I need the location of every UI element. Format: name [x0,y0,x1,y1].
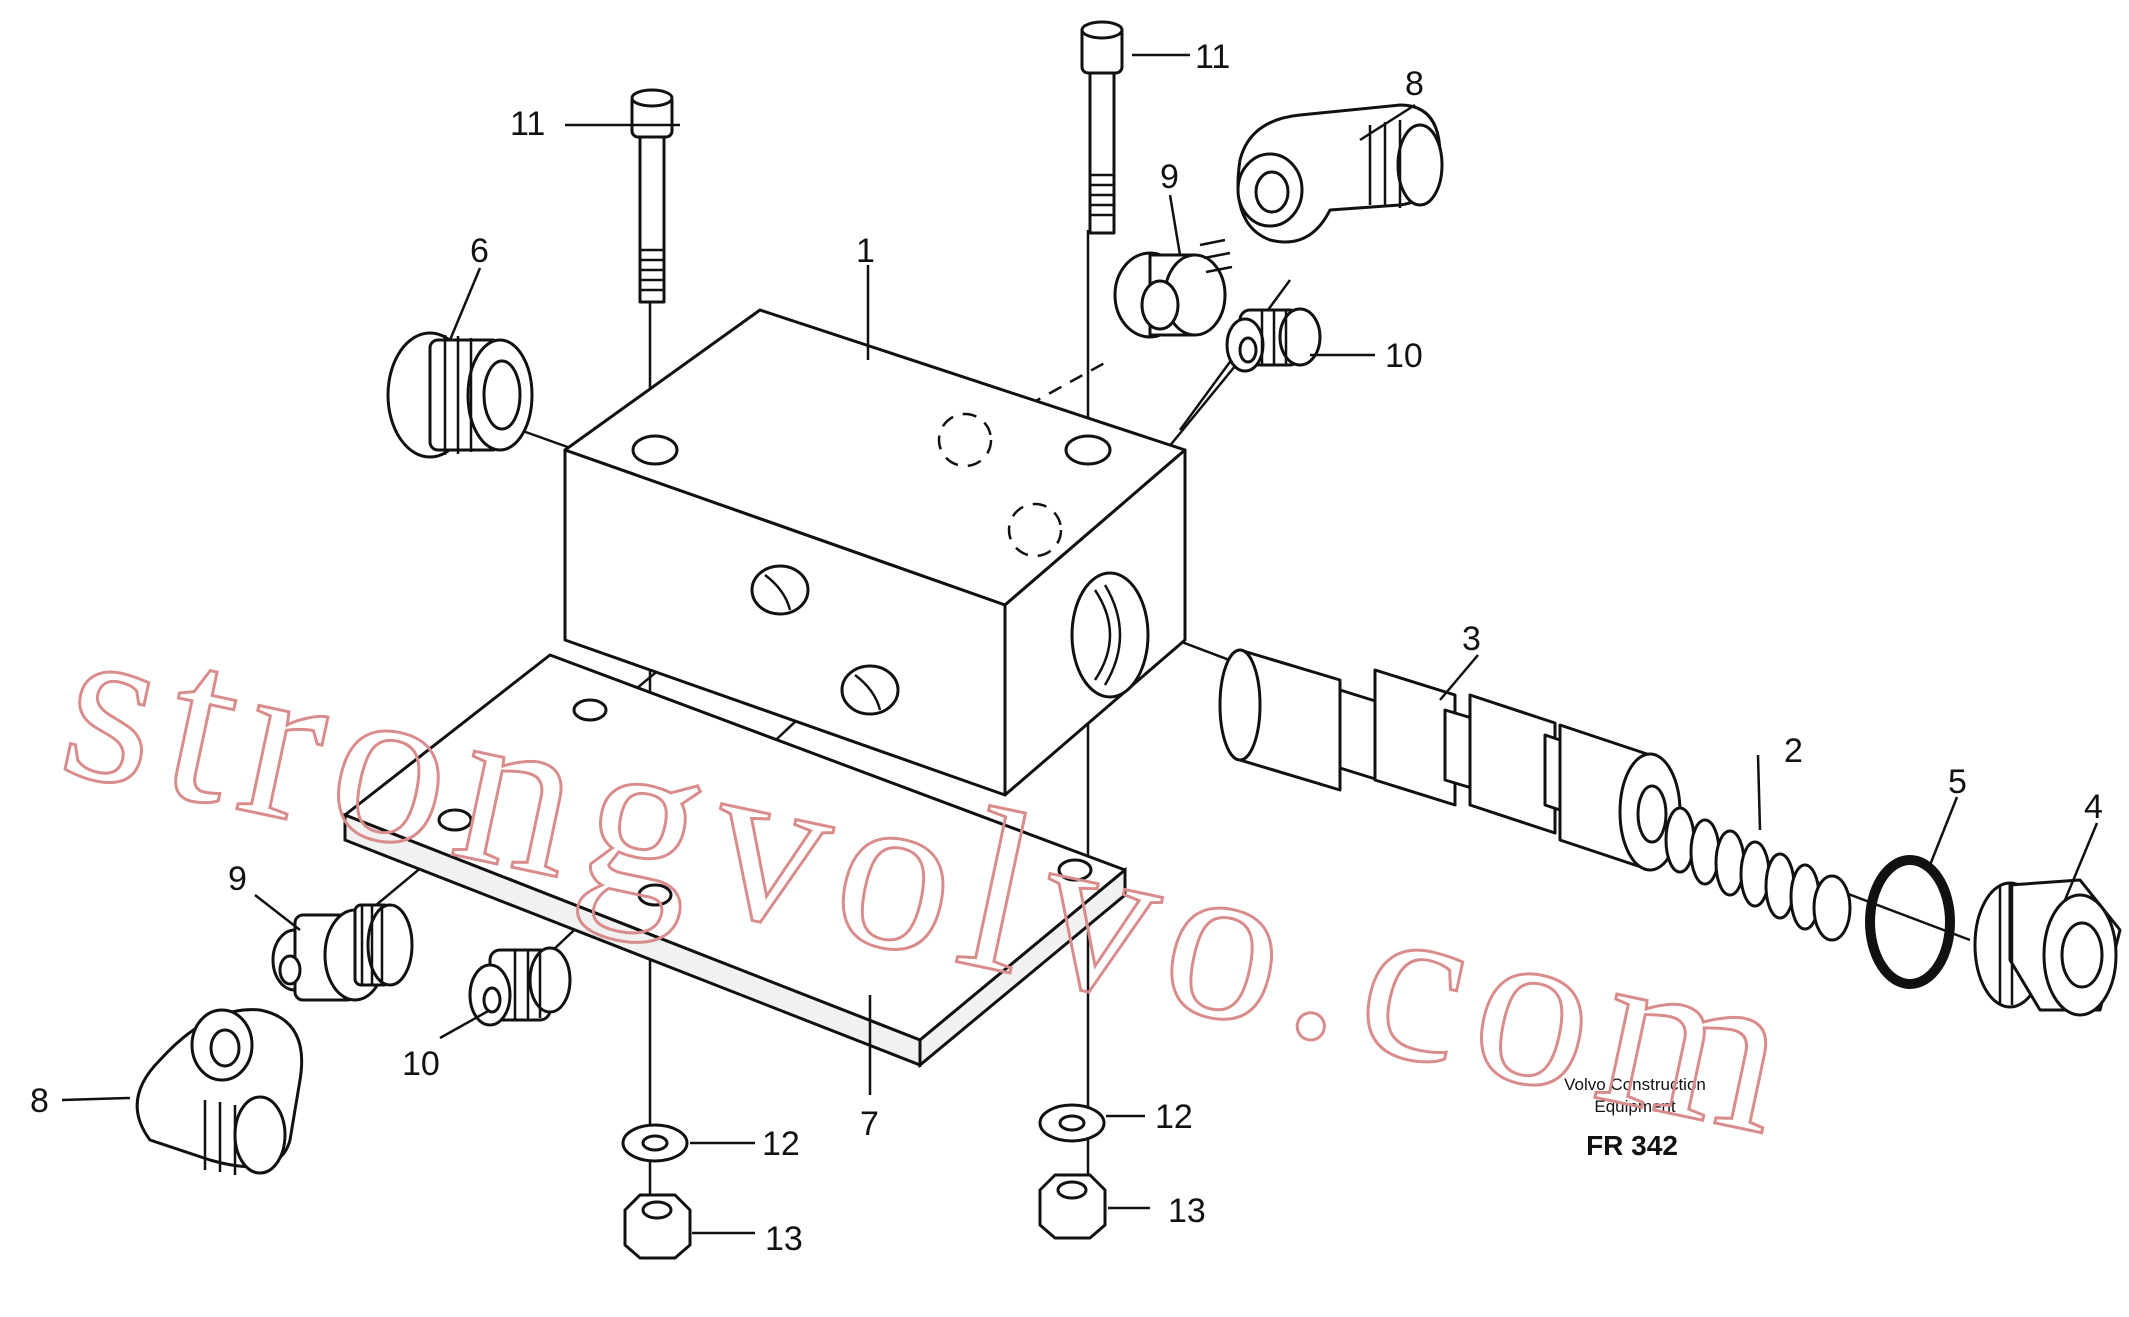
screw-part-11-right [1080,20,1124,235]
plug-part-10-lower [468,946,572,1027]
seal-ring-part-5 [1865,855,1955,989]
callout-10-upper: 10 [1385,337,1423,375]
callout-10-lower: 10 [402,1045,440,1083]
callout-8-upper: 8 [1405,65,1424,103]
adapter-part-9-upper [1113,238,1233,339]
callout-9-upper: 9 [1160,158,1179,196]
callout-labels: 1 2 3 4 5 6 7 8 8 9 9 10 10 11 11 12 12 … [30,38,2103,1258]
callout-11-left: 11 [510,105,545,143]
adapter-part-9-lower [271,903,414,1002]
leader-lines [61,53,2099,1235]
caption-block: Volvo Construction Equipment FR 342 [1564,1075,1706,1161]
plug-nut-part-4 [1973,878,2122,1017]
screw-part-11-left [630,88,674,304]
callout-3: 3 [1462,620,1481,658]
elbow-part-8-upper [1236,103,1444,244]
callout-13-left: 13 [765,1220,803,1258]
spool-part-3 [1218,648,1682,872]
callout-8-lower: 8 [30,1082,49,1120]
callout-5: 5 [1948,763,1967,801]
elbow-part-8-lower [135,1008,304,1175]
callout-1: 1 [856,232,875,270]
valve-block [563,308,1187,797]
nut-part-13-right [1038,1173,1107,1240]
caption-company-line-1: Volvo Construction [1564,1075,1706,1094]
callout-9-lower: 9 [228,860,247,898]
callout-13-right: 13 [1168,1192,1206,1230]
plug-part-10-upper [1225,307,1322,373]
mounting-plate [343,653,1127,1069]
nut-part-13-left [623,1193,692,1260]
washer-part-12-left [621,1123,689,1163]
callout-2: 2 [1784,732,1803,770]
washer-part-12-right [1038,1103,1106,1143]
callout-12-right: 12 [1155,1098,1193,1136]
figure-reference: FR 342 [1586,1130,1678,1161]
callout-6: 6 [470,232,489,270]
callout-11-right: 11 [1195,38,1230,76]
spring-part-2 [1664,806,1852,942]
callout-4: 4 [2084,788,2103,826]
callout-12-left: 12 [762,1125,800,1163]
caption-company-line-2: Equipment [1594,1097,1676,1116]
plug-part-6 [386,331,534,459]
callout-7: 7 [860,1105,879,1143]
